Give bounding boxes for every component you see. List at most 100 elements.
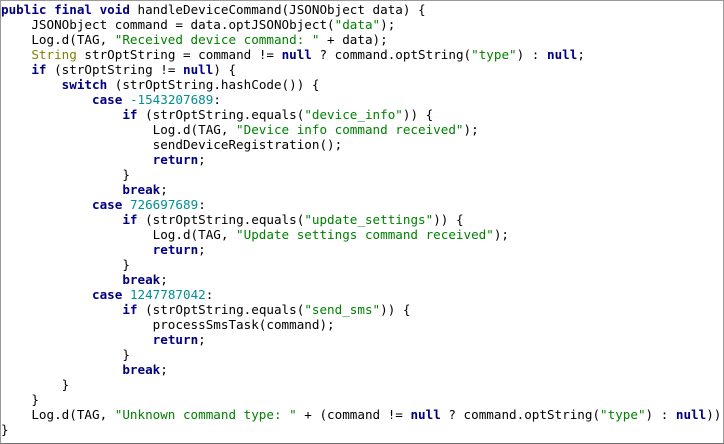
code-token (1, 272, 122, 287)
code-line: } (1, 257, 723, 272)
keyword-token: return (152, 332, 199, 347)
keyword-token: switch (61, 77, 108, 92)
code-line: return; (1, 332, 723, 347)
code-token: sendDeviceRegistration(); (1, 137, 343, 152)
string-literal-token: "Update settings command received" (236, 227, 494, 242)
code-line: Log.d(TAG, "Device info command received… (1, 122, 723, 137)
code-line: } (1, 392, 723, 407)
string-literal-token: "Received device command: " (114, 32, 320, 47)
code-token: ? command.optString( (311, 47, 472, 62)
code-line: } (1, 347, 723, 362)
number-literal-token: 726697689 (129, 197, 199, 212)
string-literal-token: "update_settings" (304, 212, 434, 227)
code-line: Log.d(TAG, "Received device command: " +… (1, 32, 723, 47)
keyword-token: case (92, 92, 123, 107)
keyword-token: if (122, 107, 138, 122)
code-token (1, 77, 62, 92)
code-token (1, 92, 92, 107)
code-line: case 1247787042: (1, 287, 723, 302)
code-token: Log.d(TAG, (1, 407, 115, 422)
code-token: (strOptString.equals( (137, 212, 305, 227)
code-line: break; (1, 182, 723, 197)
code-token: ); (493, 227, 510, 242)
code-token: )) { (433, 212, 464, 227)
code-token (1, 302, 122, 317)
code-token: (strOptString.hashCode()) { (107, 77, 320, 92)
code-line: if (strOptString.equals("device_info")) … (1, 107, 723, 122)
code-token (122, 287, 130, 302)
string-literal-token: "Device info command received" (236, 122, 464, 137)
keyword-token: null (183, 62, 214, 77)
code-line: case 726697689: (1, 197, 723, 212)
code-token: : (213, 92, 221, 107)
code-token: ; (198, 152, 206, 167)
code-token: ; (198, 242, 206, 257)
code-line: } (1, 167, 723, 182)
code-token (1, 152, 153, 167)
code-line: return; (1, 242, 723, 257)
code-token: processSmsTask(command); (1, 317, 335, 332)
code-token (1, 212, 122, 227)
keyword-token: null (281, 47, 312, 62)
code-token: handleDeviceCommand(JSONObject data) { (129, 2, 426, 17)
keyword-token: null (546, 47, 578, 62)
code-line: Log.d(TAG, "Update settings command rece… (1, 227, 723, 242)
string-literal-token: "type" (471, 47, 517, 62)
code-token: + (command != (296, 407, 411, 422)
code-token: Log.d(TAG, (1, 227, 237, 242)
code-token: JSONObject command = data.optJSONObject( (1, 17, 335, 32)
code-token: ) { (213, 62, 237, 77)
keyword-token: public final void (1, 2, 130, 17)
code-token: ) : (516, 47, 547, 62)
keyword-token: null (410, 407, 441, 422)
code-token: strOptString = command != (76, 47, 282, 62)
number-literal-token: -1543207689 (129, 92, 214, 107)
code-token (1, 287, 92, 302)
code-token: ; (160, 182, 168, 197)
code-token: } (1, 422, 9, 437)
string-literal-token: "Unknown command type: " (114, 407, 297, 422)
code-token: )) { (380, 302, 411, 317)
code-token: Log.d(TAG, (1, 32, 115, 47)
code-token (1, 182, 122, 197)
code-token: )); (706, 407, 723, 422)
code-token: ; (160, 362, 168, 377)
keyword-token: break (122, 182, 161, 197)
code-token: )) { (402, 107, 434, 122)
code-token: ; (160, 272, 168, 287)
code-token: } (1, 167, 130, 182)
code-token (1, 107, 122, 122)
code-token: (strOptString.equals( (137, 302, 305, 317)
number-literal-token: 1247787042 (129, 287, 206, 302)
code-line: JSONObject command = data.optJSONObject(… (1, 17, 723, 32)
code-line: sendDeviceRegistration(); (1, 137, 723, 152)
code-line: if (strOptString != null) { (1, 62, 723, 77)
code-token (1, 362, 122, 377)
code-line: Log.d(TAG, "Unknown command type: " + (c… (1, 407, 723, 422)
keyword-token: if (31, 62, 47, 77)
keyword-token: null (675, 407, 707, 422)
string-literal-token: "device_info" (304, 107, 403, 122)
code-token (1, 242, 153, 257)
keyword-token: return (152, 152, 199, 167)
keyword-token: break (122, 362, 161, 377)
code-line: String strOptString = command != null ? … (1, 47, 723, 62)
code-line: return; (1, 152, 723, 167)
code-token: ? command.optString( (440, 407, 601, 422)
keyword-token: case (92, 287, 123, 302)
code-token: } (1, 392, 39, 407)
keyword-token: if (122, 302, 138, 317)
code-token: ); (380, 17, 396, 32)
code-line: if (strOptString.equals("send_sms")) { (1, 302, 723, 317)
keyword-token: return (152, 242, 199, 257)
code-line: switch (strOptString.hashCode()) { (1, 77, 723, 92)
code-token: + data); (319, 32, 388, 47)
code-token (1, 197, 92, 212)
code-line: } (1, 422, 723, 437)
code-token: Log.d(TAG, (1, 122, 237, 137)
type-token: String (31, 47, 77, 62)
code-token: ; (198, 332, 206, 347)
code-token: : (198, 197, 206, 212)
